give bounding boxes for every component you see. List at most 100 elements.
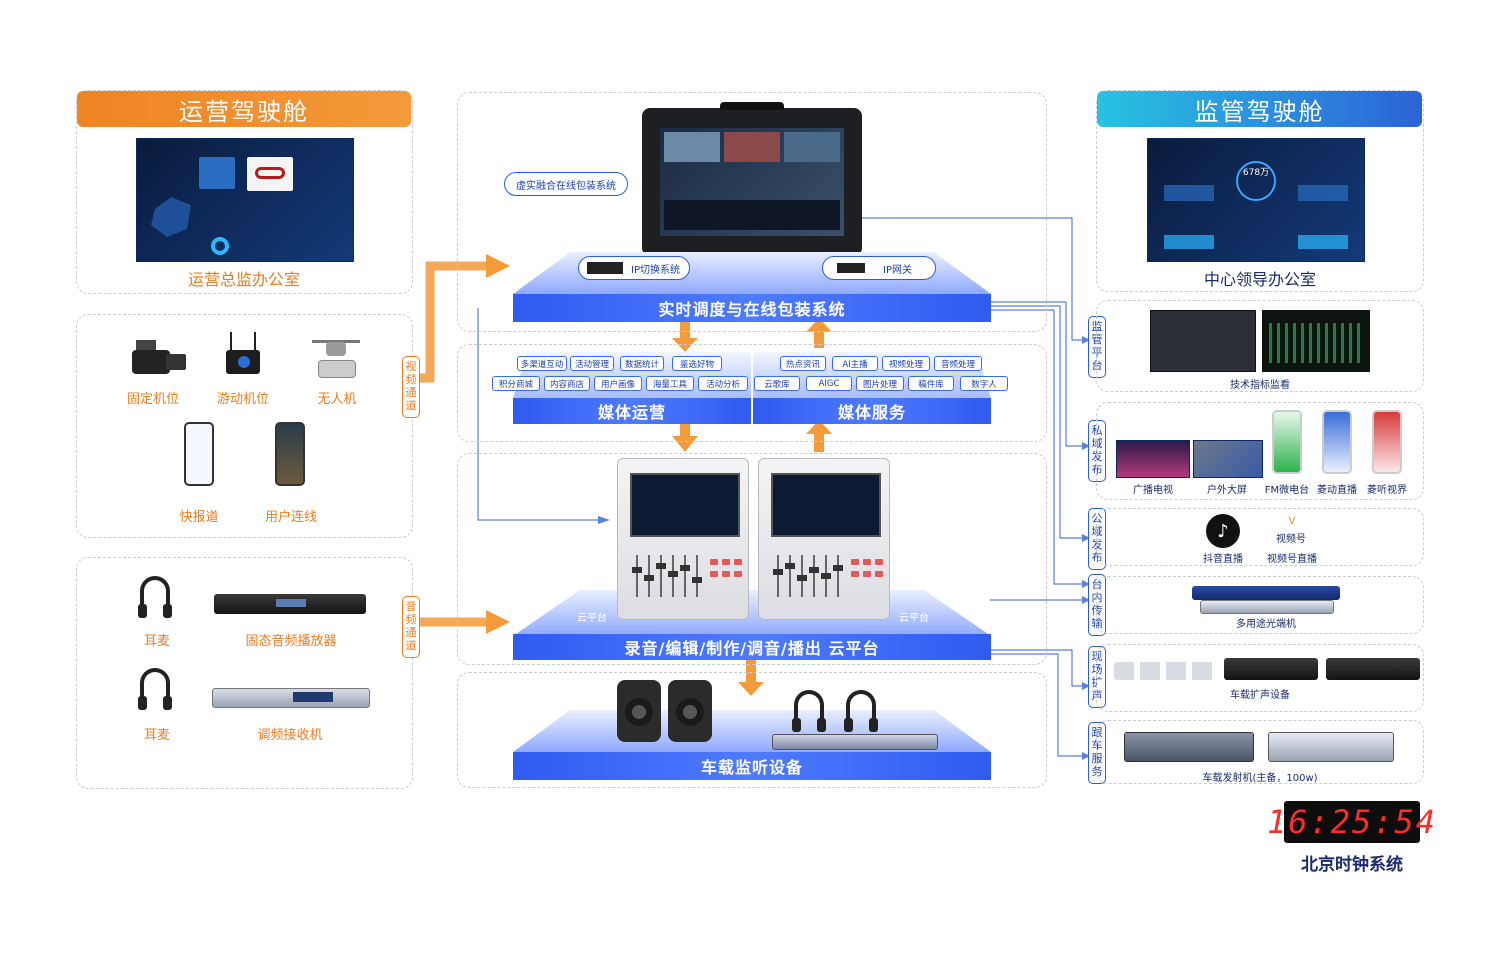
monitor-headphone-icon-1 (792, 690, 826, 732)
center-console-panel (457, 453, 1047, 665)
ip-switch-label: IP切换系统 (578, 256, 690, 280)
fm-receiver-label: 调频接收机 (257, 728, 323, 743)
follow-service-label: 跟车服务 (1088, 722, 1106, 784)
ops-chip-2: 数据统计 (620, 356, 664, 371)
monitor-headphone-icon-2 (844, 690, 878, 732)
center-top-panel (457, 92, 1047, 332)
portable-studio-laptop (642, 102, 862, 256)
ops-chip-4: 积分商城 (492, 376, 540, 391)
center-monitor-panel (457, 672, 1047, 788)
transmitter-label: 车载发射机(主备，100w) (1202, 773, 1318, 784)
optical-label: 多用途光端机 (1236, 619, 1296, 630)
svc-chip-8: 数字人 (960, 376, 1008, 391)
user-call-phone-icon (275, 422, 305, 486)
quick-report-label: 快报道 (179, 510, 219, 525)
onsite-sound-label: 现场扩声 (1088, 646, 1106, 708)
channels-label: 视频号 (1276, 534, 1306, 545)
headset-label-2: 耳麦 (143, 728, 170, 743)
virtual-package-label: 虚实融合在线包装系统 (504, 172, 628, 196)
supervise-cockpit-panel (1096, 90, 1424, 292)
audio-player-label: 固态音频播放器 (245, 634, 337, 649)
mobile-camera-icon (216, 330, 268, 382)
ip-gateway-icon (837, 263, 865, 273)
public-item-0: 抖音直播 (1203, 554, 1243, 565)
ops-cockpit-panel (76, 90, 413, 294)
fm-radio-phone-icon (1272, 410, 1302, 474)
ops-chip-3: 鉴选好物 (672, 356, 722, 371)
speaker-icon-2 (668, 680, 712, 742)
douyin-icon: ♪ (1206, 514, 1240, 548)
public-item-1: 视频号直播 (1267, 554, 1317, 565)
media-ops-bar: 媒体运营 (513, 398, 751, 424)
ip-switch-text: IP切换系统 (631, 264, 680, 276)
channels-icon: ⅴ (1288, 513, 1296, 528)
ip-gateway-label: IP网关 (822, 256, 936, 280)
realtime-system-bar: 实时调度与在线包装系统 (513, 294, 991, 322)
internal-transfer-panel (1096, 576, 1424, 634)
mobile-camera-label: 游动机位 (216, 392, 269, 407)
audio-channel-label: 音频通道 (402, 596, 420, 658)
cloud-label-left: 云平台 (577, 613, 607, 624)
headset-label-1: 耳麦 (143, 634, 170, 649)
private-item-1: 户外大屏 (1207, 485, 1247, 496)
supervise-platform-label: 监管平台 (1088, 316, 1106, 378)
audio-sources-panel (76, 557, 413, 789)
user-call-label: 用户连线 (264, 510, 317, 525)
svc-chip-6: 图片处理 (856, 376, 904, 391)
follow-service-panel (1096, 720, 1424, 784)
ops-chip-1: 活动管理 (570, 356, 614, 371)
audio-player-device (214, 594, 366, 614)
broadcast-tv-image (1116, 440, 1190, 478)
ops-chip-6: 用户画像 (594, 376, 642, 391)
ops-dashboard-screen (136, 138, 354, 262)
recording-platform-bar: 录音/编辑/制作/调音/播出 云平台 (513, 634, 991, 660)
beijing-clock-label: 北京时钟系统 (1301, 855, 1403, 875)
private-item-0: 广播电视 (1133, 485, 1173, 496)
audio-console-1 (617, 458, 749, 620)
ops-office-label: 运营总监办公室 (187, 270, 300, 289)
media-platform-divider (751, 352, 753, 424)
speaker-icon-1 (617, 680, 661, 742)
optical-device (1192, 586, 1340, 600)
svc-chip-1: AI主播 (832, 356, 878, 371)
lingdong-live-phone-icon (1322, 410, 1352, 474)
public-publish-panel (1096, 508, 1424, 566)
private-publish-panel (1096, 402, 1424, 500)
tech-monitor-label: 技术指标监看 (1230, 380, 1290, 391)
private-item-4: 菱听视界 (1367, 485, 1407, 496)
video-channel-label: 视频通道 (402, 356, 420, 418)
ops-chip-7: 海量工具 (646, 376, 694, 391)
camera-sources-panel (76, 314, 413, 538)
tech-monitor-panel (1096, 300, 1424, 392)
private-item-3: 菱动直播 (1317, 485, 1357, 496)
svc-chip-5: AIGC (806, 376, 852, 391)
onsite-sound-panel (1096, 644, 1424, 712)
svc-chip-7: 稿件库 (908, 376, 954, 391)
ip-switch-icon (587, 262, 623, 274)
supervise-cockpit-header: 监管驾驶舱 (1097, 91, 1422, 127)
fixed-camera-icon (126, 336, 188, 380)
svc-chip-4: 云歌库 (754, 376, 800, 391)
private-item-2: FM微电台 (1264, 485, 1310, 496)
center-media-panel (457, 344, 1047, 442)
quick-report-phone-icon (184, 422, 214, 486)
fixed-camera-label: 固定机位 (126, 392, 179, 407)
drone-label: 无人机 (317, 392, 357, 407)
private-publish-label: 私域发布 (1088, 420, 1106, 482)
horn-speakers-icon (1114, 662, 1218, 680)
headphone-amp-device (772, 734, 938, 750)
ops-chip-5: 内容商店 (544, 376, 590, 391)
svc-chip-2: 视频处理 (882, 356, 930, 371)
pa-amp-device-1 (1224, 658, 1318, 680)
ip-gateway-text: IP网关 (883, 264, 912, 276)
tech-monitor-screen-1 (1150, 310, 1256, 372)
headset-icon-1 (138, 576, 172, 618)
pa-amp-device-2 (1326, 658, 1420, 680)
transmitter-device-1 (1124, 732, 1254, 762)
ops-chip-0: 多渠道互动 (517, 356, 567, 371)
monitor-equipment-bar: 车载监听设备 (513, 752, 991, 780)
transmitter-device-2 (1268, 732, 1394, 762)
svc-chip-3: 音频处理 (934, 356, 982, 371)
beijing-clock-display: 16:25:54 (1266, 801, 1438, 843)
drone-icon (308, 332, 364, 382)
